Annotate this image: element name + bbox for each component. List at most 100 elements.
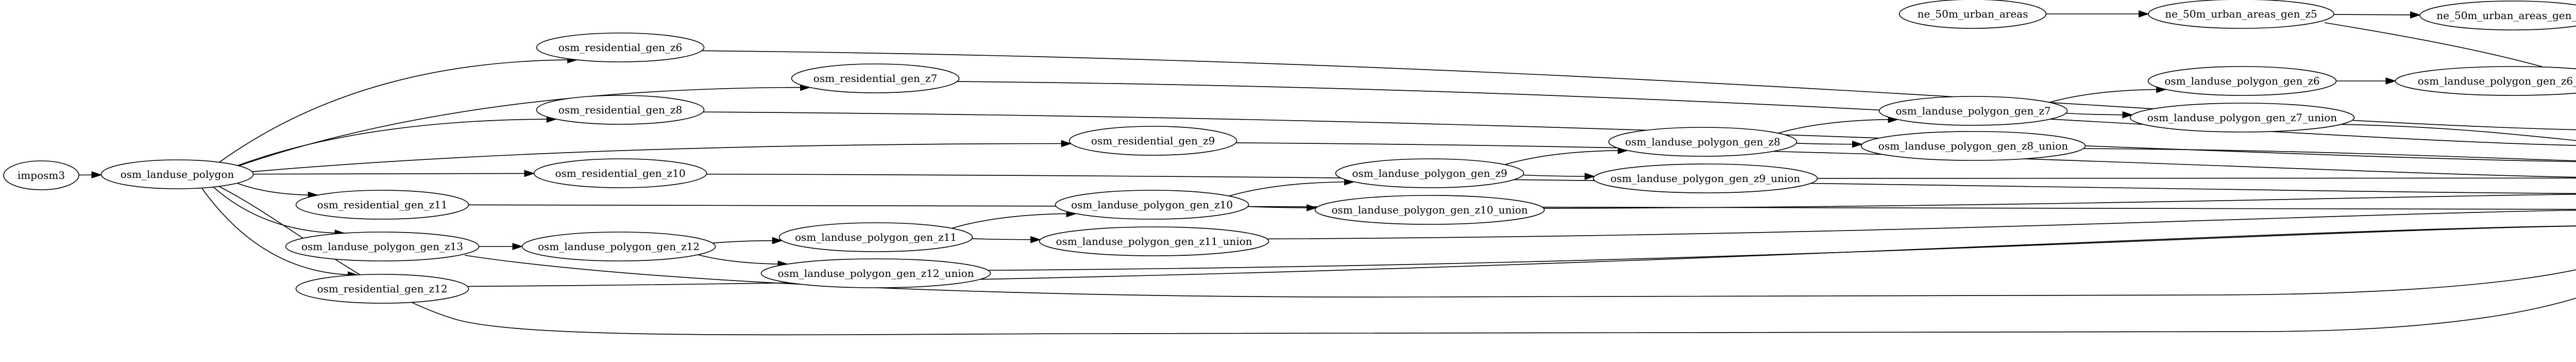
node-osm_residential_gen_z9: osm_residential_gen_z9 (1069, 126, 1238, 156)
edge-ne_50m_urban_areas_gen_z5-to-layer_landuse-z5 (2324, 22, 2576, 77)
node-osm_residential_gen_z8-ellipse (536, 95, 705, 125)
node-osm_landuse_polygon_gen_z9_union-ellipse (1592, 163, 1818, 193)
node-osm_landuse_polygon_gen_z12_union: osm_landuse_polygon_gen_z12_union (760, 258, 991, 288)
node-osm_residential_gen_z10-label: osm_residential_gen_z10 (555, 167, 685, 179)
edge-osm_landuse_polygon_gen_z9-to-osm_landuse_polygon_gen_z8 (1504, 146, 1629, 165)
node-osm_residential_gen_z6-label: osm_residential_gen_z6 (558, 41, 682, 54)
node-osm_landuse_polygon_gen_z6_union: osm_landuse_polygon_gen_z6_union (2395, 66, 2576, 96)
node-osm_landuse_polygon_gen_z10_union: osm_landuse_polygon_gen_z10_union (1314, 195, 1545, 225)
node-osm_residential_gen_z10: osm_residential_gen_z10 (533, 158, 707, 188)
node-osm_landuse_polygon_gen_z8-ellipse (1608, 127, 1798, 157)
node-osm_landuse_polygon_gen_z6-label: osm_landuse_polygon_gen_z6 (2164, 75, 2319, 87)
node-osm_residential_gen_z11: osm_residential_gen_z11 (295, 190, 469, 220)
edge-osm_residential_gen_z10-to-layer_landuse-z10 (706, 173, 2576, 194)
node-osm_landuse_polygon_gen_z12_union-label: osm_landuse_polygon_gen_z12_union (777, 267, 974, 279)
node-osm_landuse_polygon_gen_z12: osm_landuse_polygon_gen_z12 (521, 232, 716, 261)
node-osm_landuse_polygon_gen_z8: osm_landuse_polygon_gen_z8 (1608, 127, 1798, 157)
node-osm_landuse_polygon_gen_z11-ellipse (778, 222, 973, 252)
node-imposm3: imposm3 (3, 160, 79, 190)
node-osm_landuse_polygon_gen_z7-ellipse (1878, 96, 2068, 126)
node-osm_residential_gen_z8: osm_residential_gen_z8 (536, 95, 705, 125)
edge-osm_landuse_polygon-to-osm_residential_gen_z11 (236, 183, 319, 199)
node-osm_landuse_polygon_gen_z10: osm_landuse_polygon_gen_z10 (1055, 190, 1249, 220)
node-osm_landuse_polygon_gen_z10_union-label: osm_landuse_polygon_gen_z10_union (1331, 204, 1528, 216)
node-osm_residential_gen_z12: osm_residential_gen_z12 (295, 274, 469, 304)
node-osm_landuse_polygon_gen_z10-ellipse (1055, 190, 1249, 220)
node-osm_residential_gen_z11-label: osm_residential_gen_z11 (317, 199, 447, 211)
edge-osm_landuse_polygon_gen_z11_union-to-layer_landuse-z11 (1267, 209, 2576, 240)
node-osm_landuse_polygon_gen_z7-label: osm_landuse_polygon_gen_z7 (1895, 105, 2050, 117)
node-osm_residential_gen_z7-ellipse (791, 63, 960, 93)
node-ne_50m_urban_areas_gen_z5-label: ne_50m_urban_areas_gen_z5 (2165, 8, 2317, 20)
edge-ne_50m_urban_areas_gen_z5-to-ne_50m_urban_areas_gen_z4 (2333, 11, 2421, 19)
node-osm_landuse_polygon_gen_z8_union: osm_landuse_polygon_gen_z8_union (1860, 131, 2086, 161)
node-osm_landuse_polygon: osm_landuse_polygon (100, 159, 254, 189)
node-osm_landuse_polygon_gen_z11_union: osm_landuse_polygon_gen_z11_union (1039, 226, 1269, 256)
node-osm_landuse_polygon_gen_z6-ellipse (2147, 66, 2337, 96)
edge-osm_landuse_polygon-to-osm_residential_gen_z12 (201, 188, 359, 279)
node-osm_residential_gen_z8-label: osm_residential_gen_z8 (558, 104, 682, 116)
edge-osm_landuse_polygon_gen_z7_union-to-layer_landuse-z7 (2341, 124, 2576, 141)
node-osm_residential_gen_z7-label: osm_residential_gen_z7 (814, 72, 937, 85)
edge-osm_landuse_polygon_gen_z7-to-osm_landuse_polygon_gen_z7_union (2066, 111, 2133, 119)
node-osm_landuse_polygon_gen_z6: osm_landuse_polygon_gen_z6 (2147, 66, 2337, 96)
edge-osm_landuse_polygon_gen_z11-to-osm_landuse_polygon_gen_z10 (952, 210, 1077, 229)
node-osm_landuse_polygon_gen_z8_union-ellipse (1860, 131, 2086, 161)
edge-osm_landuse_polygon-to-osm_residential_gen_z6 (219, 56, 578, 163)
node-osm_landuse_polygon_gen_z13-ellipse (285, 232, 480, 261)
node-osm_landuse_polygon_gen_z7_union-label: osm_landuse_polygon_gen_z7_union (2147, 111, 2337, 124)
node-osm_landuse_polygon_gen_z8_union-label: osm_landuse_polygon_gen_z8_union (1878, 140, 2068, 152)
node-osm_landuse_polygon_gen_z11: osm_landuse_polygon_gen_z11 (778, 222, 973, 252)
edge-osm_landuse_polygon_gen_z11-to-osm_landuse_polygon_gen_z11_union (972, 236, 1041, 243)
edge-osm_landuse_polygon-to-osm_residential_gen_z9 (252, 140, 1072, 172)
edge-osm_landuse_polygon_gen_z13-to-layer_landuse-z13 (464, 255, 2576, 298)
node-imposm3-label: imposm3 (18, 169, 65, 182)
node-osm_landuse_polygon_gen_z13: osm_landuse_polygon_gen_z13 (285, 232, 480, 261)
node-osm_landuse_polygon_gen_z12-ellipse (521, 232, 716, 261)
edge-osm_landuse_polygon_gen_z8-to-osm_landuse_polygon_gen_z8_union (1796, 140, 1863, 148)
edges-layer (78, 10, 2576, 336)
node-osm_residential_gen_z9-label: osm_residential_gen_z9 (1091, 135, 1215, 147)
node-osm_landuse_polygon_gen_z7_union: osm_landuse_polygon_gen_z7_union (2129, 103, 2355, 133)
node-osm_landuse_polygon_gen_z9_union: osm_landuse_polygon_gen_z9_union (1592, 163, 1818, 193)
node-ne_50m_urban_areas_gen_z4: ne_50m_urban_areas_gen_z4 (2419, 1, 2576, 30)
node-ne_50m_urban_areas_gen_z5: ne_50m_urban_areas_gen_z5 (2148, 0, 2334, 29)
edge-osm_residential_gen_z6-to-layer_landuse-z6 (702, 50, 2576, 130)
edge-osm_landuse_polygon_gen_z10_union-to-layer_landuse-z10 (1544, 193, 2576, 209)
node-osm_landuse_polygon_gen_z11_union-ellipse (1039, 226, 1269, 256)
node-ne_50m_urban_areas: ne_50m_urban_areas (1899, 0, 2047, 29)
edge-osm_landuse_polygon-to-osm_residential_gen_z8 (237, 116, 557, 166)
node-osm_residential_gen_z11-ellipse (295, 190, 469, 220)
node-osm_landuse_polygon-label: osm_landuse_polygon (121, 168, 234, 180)
edge-osm_landuse_polygon_gen_z9-to-osm_landuse_polygon_gen_z9_union (1523, 173, 1596, 180)
node-osm_landuse_polygon-ellipse (100, 159, 254, 189)
node-osm_residential_gen_z12-label: osm_residential_gen_z12 (317, 283, 447, 295)
node-ne_50m_urban_areas-ellipse (1899, 0, 2047, 29)
edge-osm_landuse_polygon_gen_z7-to-osm_landuse_polygon_gen_z6 (2049, 86, 2167, 103)
node-ne_50m_urban_areas_gen_z5-ellipse (2148, 0, 2334, 29)
node-osm_landuse_polygon_gen_z10-label: osm_landuse_polygon_gen_z10 (1071, 199, 1233, 211)
node-imposm3-ellipse (3, 160, 79, 190)
node-osm_landuse_polygon_gen_z7_union-ellipse (2129, 103, 2355, 133)
node-osm_landuse_polygon_gen_z12_union-ellipse (760, 258, 991, 288)
edge-osm_residential_gen_z9-to-layer_landuse-z9 (1235, 142, 2576, 178)
node-osm_landuse_polygon_gen_z9_union-label: osm_landuse_polygon_gen_z9_union (1611, 172, 1800, 185)
node-osm_landuse_polygon_gen_z7: osm_landuse_polygon_gen_z7 (1878, 96, 2068, 126)
node-osm_landuse_polygon_gen_z9: osm_landuse_polygon_gen_z9 (1335, 158, 1524, 188)
edge-osm_landuse_polygon-to-osm_landuse_polygon_gen_z13 (213, 187, 346, 237)
node-osm_landuse_polygon_gen_z6_union-label: osm_landuse_polygon_gen_z6_union (2418, 75, 2576, 87)
node-osm_landuse_polygon_gen_z12-label: osm_landuse_polygon_gen_z12 (538, 240, 700, 253)
edge-osm_landuse_polygon-to-osm_residential_gen_z10 (253, 170, 535, 177)
edge-osm_landuse_polygon-to-layer_landuse-z14+ (218, 186, 2576, 336)
node-osm_residential_gen_z6: osm_residential_gen_z6 (536, 32, 705, 62)
node-ne_50m_urban_areas_gen_z4-label: ne_50m_urban_areas_gen_z4 (2436, 9, 2576, 22)
edge-osm_landuse_polygon_gen_z8-to-osm_landuse_polygon_gen_z7 (1778, 116, 1899, 134)
node-osm_residential_gen_z12-ellipse (295, 274, 469, 304)
node-osm_residential_gen_z7: osm_residential_gen_z7 (791, 63, 960, 93)
edge-osm_landuse_polygon_gen_z12-to-osm_landuse_polygon_gen_z11 (713, 237, 783, 244)
node-osm_residential_gen_z10-ellipse (533, 158, 707, 188)
node-osm_landuse_polygon_gen_z11_union-label: osm_landuse_polygon_gen_z11_union (1056, 235, 1252, 248)
node-osm_landuse_polygon_gen_z13-label: osm_landuse_polygon_gen_z13 (301, 240, 463, 253)
